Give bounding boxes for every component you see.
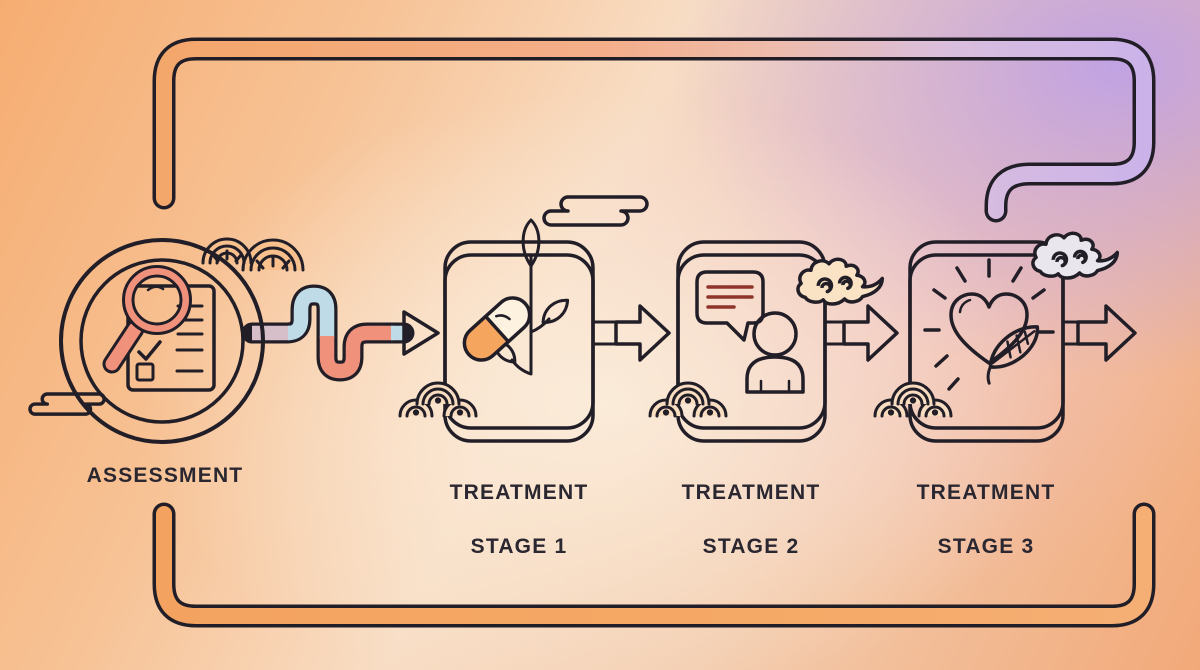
magnifier-document-icon <box>102 265 216 392</box>
bar-cloud-icon <box>542 195 649 227</box>
treatment-card-3 <box>908 240 1065 443</box>
stage-3-label: TREATMENT STAGE 3 <box>896 452 1076 587</box>
wave-cluster-icon <box>648 381 728 418</box>
bar-cloud-icon <box>28 392 106 416</box>
chat-person-icon <box>695 270 805 394</box>
stage-3-label-line2: STAGE 3 <box>937 535 1035 558</box>
stage-1-label-line2: STAGE 1 <box>470 535 568 558</box>
stage-2-label-line1: TREATMENT <box>681 481 821 504</box>
assessment-label: ASSESSMENT <box>86 464 244 487</box>
stage-1-label: TREATMENT STAGE 1 <box>429 452 609 587</box>
treatment-card-2 <box>676 240 827 443</box>
arrow-stage3-icon <box>1061 304 1137 362</box>
flow-squiggle-connector <box>241 284 440 382</box>
wave-cluster-icon <box>398 381 478 418</box>
heart-leaf-icon <box>923 258 1055 391</box>
pill-plant-icon <box>462 218 570 376</box>
stage-3-label-line1: TREATMENT <box>916 481 1056 504</box>
shell-wave-icon <box>201 237 305 272</box>
treatment-card-1 <box>443 218 595 443</box>
frame-top-ribbon <box>152 37 1156 223</box>
stage-2-label-line2: STAGE 2 <box>702 535 800 558</box>
frame-bottom-ribbon <box>152 502 1156 628</box>
stage-1-label-line1: TREATMENT <box>449 481 589 504</box>
spiral-cloud-icon <box>796 257 885 306</box>
squiggle-arrowhead-icon <box>402 310 440 356</box>
arrow-stage2-icon <box>823 304 899 362</box>
stage-2-label: TREATMENT STAGE 2 <box>661 452 841 587</box>
spiral-cloud-icon <box>1031 231 1120 280</box>
assessment-badge <box>59 238 265 444</box>
arrow-stage1-icon <box>591 304 671 362</box>
